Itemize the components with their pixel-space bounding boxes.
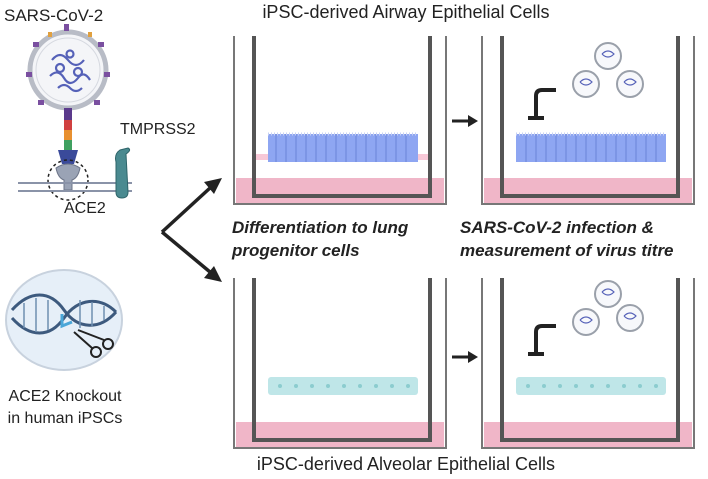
- ace2-receptor-icon: [47, 159, 89, 201]
- spike-protein-icon: [58, 108, 78, 164]
- alveolar-well-before: [233, 278, 447, 449]
- alveolar-well-infected: [481, 278, 695, 449]
- airway-well-before: [233, 36, 447, 205]
- branch-arrows: [160, 178, 222, 282]
- knockout-cell-icon: [5, 269, 123, 371]
- virus-particles-top: [572, 42, 644, 98]
- step-arrow-bottom: [452, 351, 478, 363]
- differentiation-label: Differentiation to lung progenitor cells: [232, 218, 409, 260]
- airway-well-infected: [481, 36, 695, 205]
- tmprss2-label: TMPRSS2: [120, 121, 196, 138]
- infection-label: SARS-CoV-2 infection & measurement of vi…: [460, 218, 674, 260]
- virus-particles-bottom: [572, 280, 644, 336]
- ace2-label: ACE2: [64, 200, 106, 217]
- tmprss2-protease-icon: [115, 147, 131, 199]
- virus-label: SARS-CoV-2: [4, 6, 104, 25]
- airway-cells-title: iPSC-derived Airway Epithelial Cells: [262, 2, 550, 22]
- step-arrow-top: [452, 115, 478, 127]
- sars-cov-2-virion-icon: [26, 24, 110, 111]
- scissors-icon: [73, 329, 114, 358]
- knockout-label: ACE2 Knockout in human iPSCs: [7, 388, 123, 427]
- membrane-icon: [18, 182, 132, 192]
- alveolar-cells-title: iPSC-derived Alveolar Epithelial Cells: [256, 454, 556, 474]
